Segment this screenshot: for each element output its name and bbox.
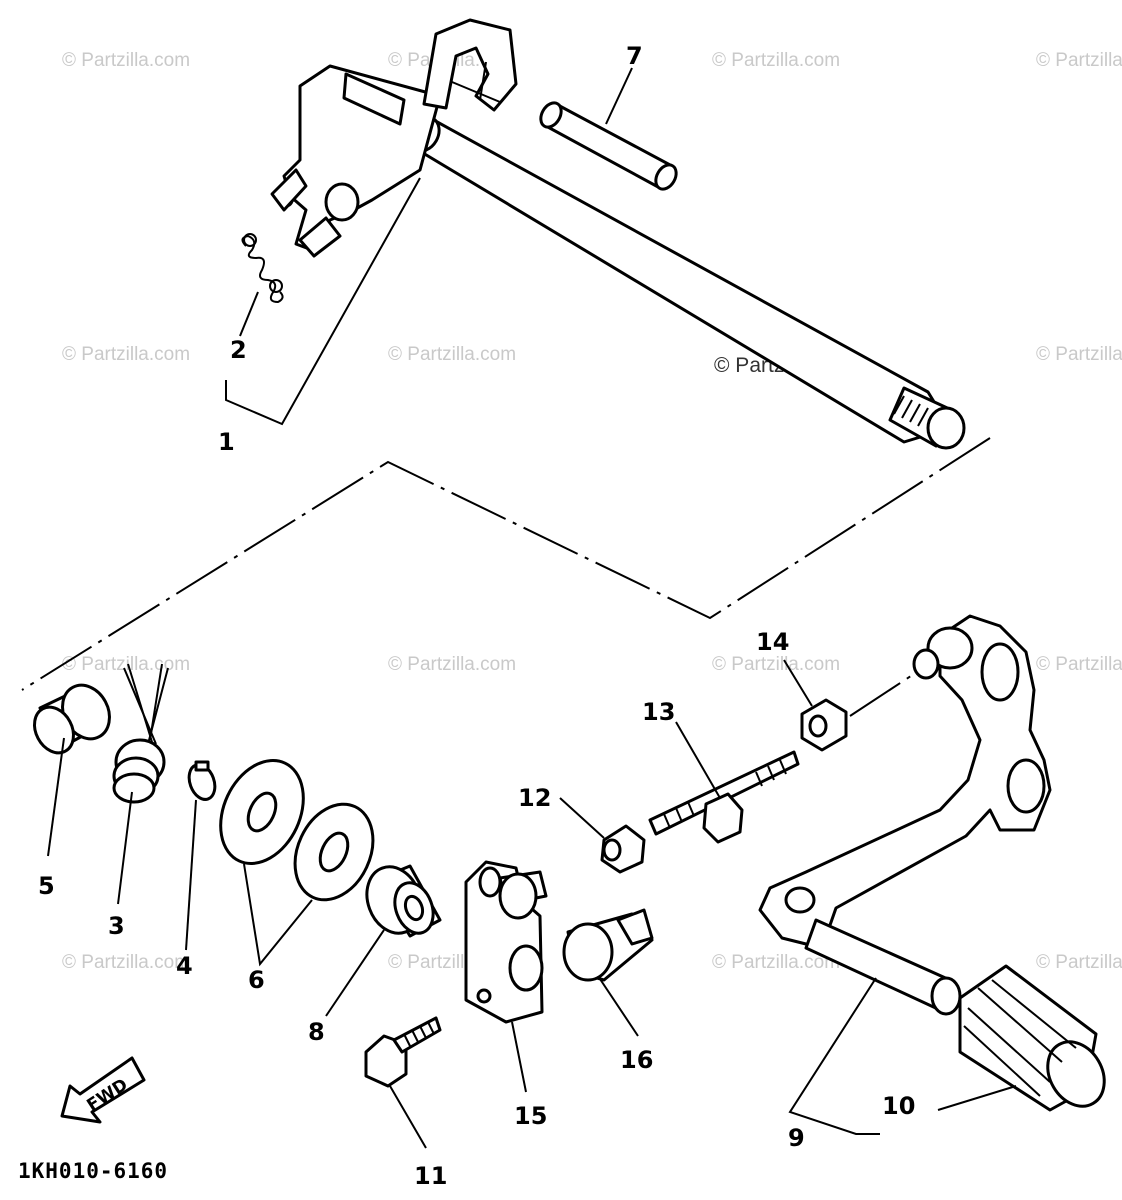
watermark-grid: © Partzilla.com © Partzilla.com © Partzi… <box>62 50 1122 973</box>
watermark: © Partzilla.com <box>62 344 190 365</box>
watermark: © Partzilla.com <box>62 952 190 973</box>
pedal-rubber <box>958 964 1106 1112</box>
callout-9: 9 <box>788 1124 805 1152</box>
shift-shaft <box>270 18 966 450</box>
nut-14 <box>800 698 848 752</box>
callout-10: 10 <box>882 1092 915 1120</box>
callout-numbers: 1 2 3 4 5 6 7 8 9 10 11 12 13 14 15 16 <box>38 42 915 1190</box>
diagram-code: 1KH010-6160 <box>18 1159 168 1183</box>
collar <box>33 683 111 755</box>
watermark: © Partzilla.com <box>62 50 190 71</box>
callout-7: 7 <box>626 42 643 70</box>
tie-rod <box>648 750 800 844</box>
watermark: © Partzilla.com <box>388 344 516 365</box>
callout-11: 11 <box>414 1162 447 1190</box>
bearing <box>365 864 442 938</box>
assembly-outline <box>21 437 991 691</box>
clamp-arm <box>464 860 548 1024</box>
watermark: © Partzilla.com <box>1036 344 1122 365</box>
circlip <box>187 760 217 801</box>
watermark: © Partzilla.com <box>1036 50 1122 71</box>
callout-15: 15 <box>514 1102 547 1130</box>
center-line <box>849 669 921 717</box>
watermark: © Partzilla.com <box>712 50 840 71</box>
callout-5: 5 <box>38 872 55 900</box>
callout-12: 12 <box>518 784 551 812</box>
callout-1: 1 <box>218 428 235 456</box>
callout-16: 16 <box>620 1046 653 1074</box>
washers <box>219 758 375 902</box>
nut-12 <box>600 824 646 874</box>
watermark: © Partzilla.com <box>1036 654 1122 675</box>
watermark: © Partzilla.com <box>62 654 190 675</box>
watermark: © Partzilla.com <box>388 654 516 675</box>
watermark: © Partzilla.com <box>712 654 840 675</box>
callout-8: 8 <box>308 1018 325 1046</box>
leader-lines <box>47 67 1017 1149</box>
watermark: © Partzilla.com <box>712 952 840 973</box>
cap <box>562 908 654 982</box>
callout-3: 3 <box>108 912 125 940</box>
forward-arrow-icon: FWD <box>60 1056 146 1124</box>
torsion-spring <box>112 663 169 804</box>
shift-pedal <box>758 614 1052 1016</box>
bolt <box>364 1016 442 1088</box>
callout-6: 6 <box>248 966 265 994</box>
watermark: © Partzilla.com <box>1036 952 1122 973</box>
dowel-pin <box>539 101 678 191</box>
callout-4: 4 <box>176 952 193 980</box>
spring-small <box>241 233 284 304</box>
callout-13: 13 <box>642 698 675 726</box>
callout-14: 14 <box>756 628 789 656</box>
callout-2: 2 <box>230 336 247 364</box>
